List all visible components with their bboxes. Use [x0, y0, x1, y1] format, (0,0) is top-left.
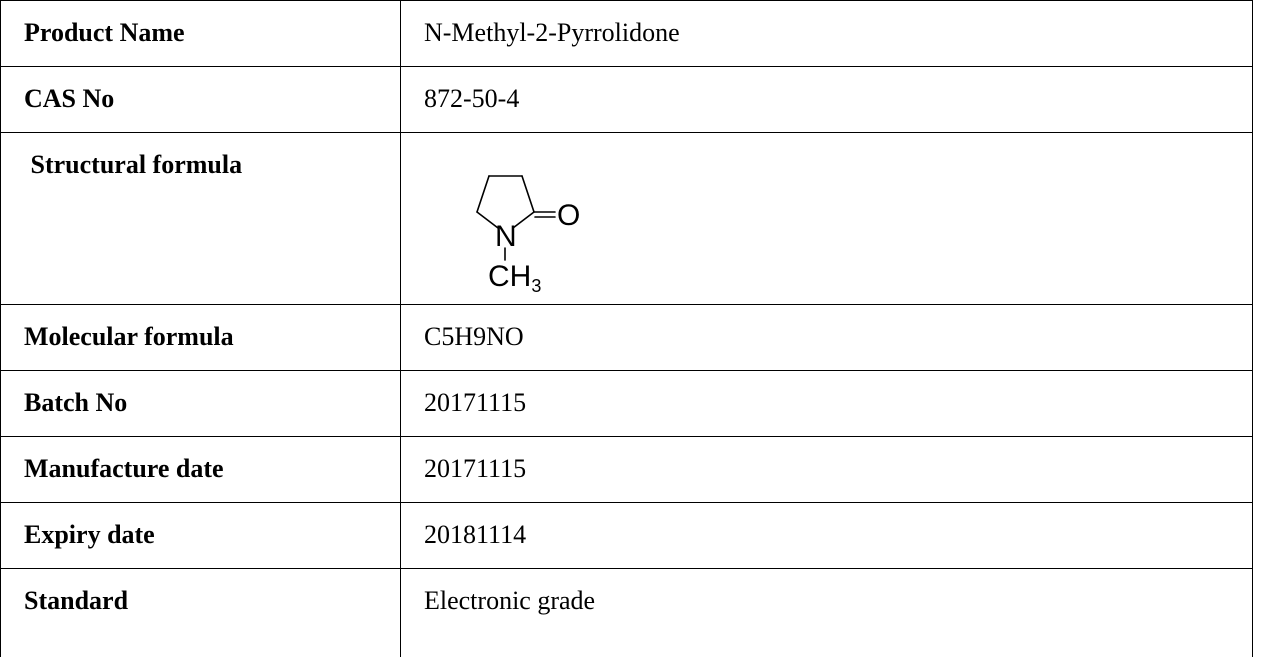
- molecular-formula-label: Molecular formula: [0, 304, 401, 371]
- nitrogen-atom-label: N: [495, 220, 517, 253]
- table-row: Molecular formula C5H9NO: [0, 304, 1253, 371]
- batch-no-value: 20171115: [400, 370, 1253, 437]
- expiry-date-value: 20181114: [400, 502, 1253, 569]
- table-row: Product Name N-Methyl-2-Pyrrolidone: [0, 0, 1253, 67]
- oxygen-atom-label: O: [557, 199, 580, 232]
- structural-formula-label: Structural formula: [0, 132, 401, 305]
- methyl-group-label: CH3: [488, 260, 541, 296]
- batch-no-label: Batch No: [0, 370, 401, 437]
- cas-no-label: CAS No: [0, 66, 401, 133]
- cas-no-value: 872-50-4: [400, 66, 1253, 133]
- product-name-value: N-Methyl-2-Pyrrolidone: [400, 0, 1253, 67]
- product-name-label: Product Name: [0, 0, 401, 67]
- standard-label: Standard: [0, 568, 401, 657]
- table-row: Standard Electronic grade: [0, 568, 1253, 657]
- manufacture-date-value: 20171115: [400, 436, 1253, 503]
- structural-formula-value: O N CH3: [400, 132, 1253, 305]
- table-row: Expiry date 20181114: [0, 502, 1253, 569]
- table-row: Structural formula O N: [0, 132, 1253, 305]
- table-row: Manufacture date 20171115: [0, 436, 1253, 503]
- standard-value: Electronic grade: [400, 568, 1253, 657]
- table-row: Batch No 20171115: [0, 370, 1253, 437]
- expiry-date-label: Expiry date: [0, 502, 401, 569]
- nmp-structure-diagram: O N CH3: [476, 175, 580, 296]
- molecular-formula-value: C5H9NO: [400, 304, 1253, 371]
- manufacture-date-label: Manufacture date: [0, 436, 401, 503]
- table-row: CAS No 872-50-4: [0, 66, 1253, 133]
